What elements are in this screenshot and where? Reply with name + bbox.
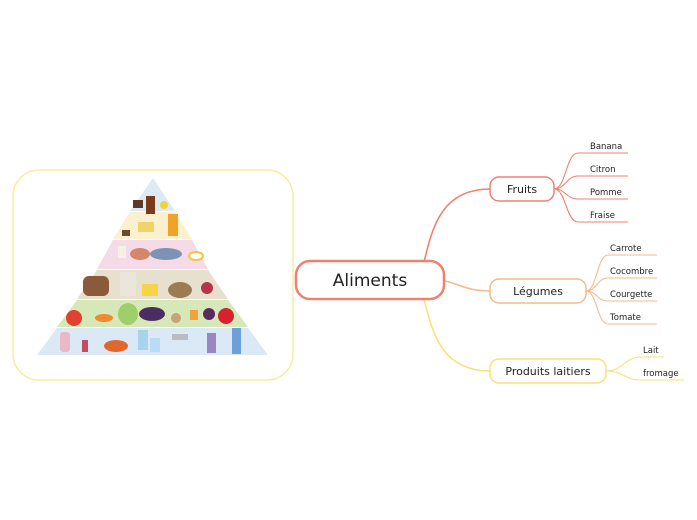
connector-lait	[605, 356, 664, 372]
leaf-carrote[interactable]: Carrote	[610, 244, 642, 254]
leaf-lait[interactable]: Lait	[643, 346, 659, 356]
leaf-fromage[interactable]: fromage	[643, 369, 679, 379]
branch-produits-laitiers[interactable]: Produits laitiers	[489, 358, 607, 384]
connector-citron	[553, 175, 628, 190]
branch-produits-laitiers-label: Produits laitiers	[505, 365, 591, 378]
central-topic[interactable]: Aliments	[294, 259, 446, 301]
leaf-pomme[interactable]: Pomme	[590, 188, 622, 198]
branch-fruits-label: Fruits	[507, 183, 537, 196]
central-topic-label: Aliments	[333, 271, 408, 291]
leaf-citron[interactable]: Citron	[590, 165, 616, 175]
connector-carrote	[585, 254, 657, 292]
connector-banana	[553, 152, 628, 190]
connector-fraise	[553, 188, 628, 223]
branch-legumes-label: Légumes	[513, 285, 563, 298]
branch-fruits[interactable]: Fruits	[489, 176, 555, 202]
connector-fromage	[605, 370, 684, 381]
connector-tomate	[585, 290, 657, 325]
leaf-courgette[interactable]: Courgette	[610, 290, 652, 300]
connector-cocombre	[585, 277, 657, 292]
branch-legumes[interactable]: Légumes	[489, 278, 587, 304]
leaf-banana[interactable]: Banana	[590, 142, 622, 152]
leaf-tomate[interactable]: Tomate	[609, 313, 641, 323]
leaf-fraise[interactable]: Fraise	[590, 211, 615, 221]
leaf-cocombre[interactable]: Cocombre	[610, 267, 653, 277]
connector-fruits	[423, 188, 491, 263]
food-pyramid-image[interactable]	[12, 169, 294, 381]
connector-produits	[423, 298, 491, 372]
connector-legumes	[441, 279, 491, 292]
